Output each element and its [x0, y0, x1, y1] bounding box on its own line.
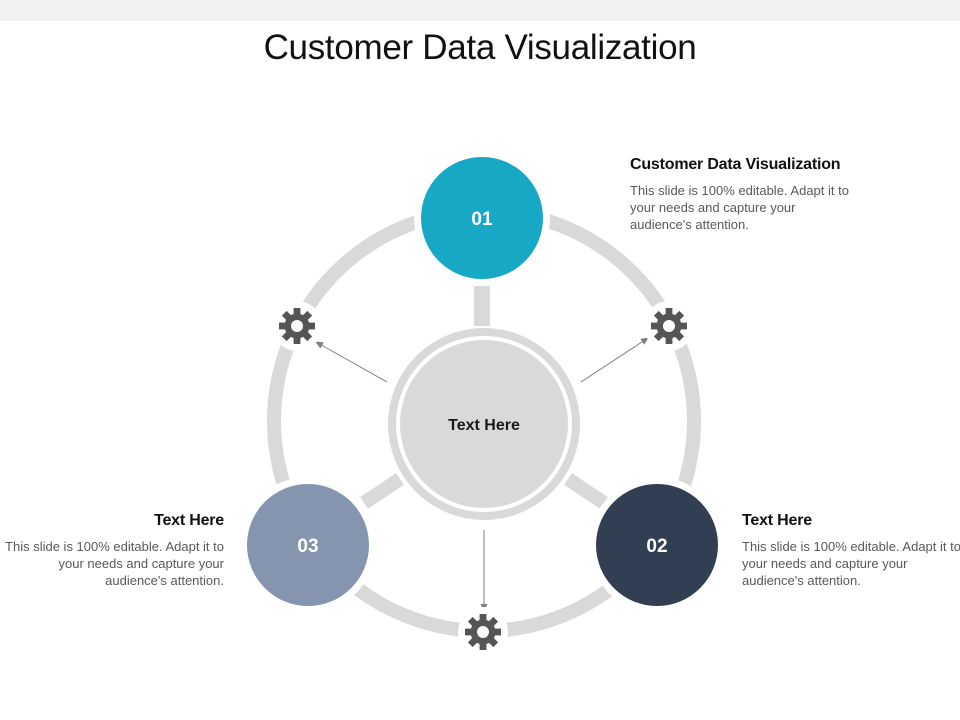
center-label: Text Here: [448, 417, 520, 434]
text-block-01: Customer Data Visualization This slide i…: [630, 156, 890, 233]
gear-icon: [272, 301, 322, 351]
gear-icon: [644, 301, 694, 351]
spokes: [360, 286, 608, 509]
spoke-right: [564, 473, 608, 509]
node-01: [421, 157, 543, 279]
block-body: This slide is 100% editable. Adapt it to…: [630, 183, 849, 232]
gear-icon: [458, 607, 508, 657]
page-title: Customer Data Visualization: [263, 28, 697, 67]
spoke-top: [474, 286, 490, 326]
text-block-03: Text Here This slide is 100% editable. A…: [0, 512, 224, 589]
spoke-left: [360, 473, 404, 509]
node-03-number: 03: [297, 536, 318, 557]
hub-ring: [388, 328, 580, 520]
block-heading: Text Here: [742, 512, 812, 529]
block-body: This slide is 100% editable. Adapt it to…: [5, 539, 224, 588]
top-strip: [0, 0, 960, 21]
node-01-number: 01: [471, 209, 493, 230]
text-block-02: Text Here This slide is 100% editable. A…: [742, 512, 960, 589]
arrow-to-right-gear: [580, 337, 649, 383]
node-03: [247, 484, 369, 606]
arrows: [315, 337, 649, 612]
block-heading: Text Here: [154, 512, 224, 529]
node-02-number: 02: [646, 536, 667, 557]
block-body: This slide is 100% editable. Adapt it to…: [742, 539, 960, 588]
arrow-to-left-gear: [315, 341, 388, 383]
block-heading: Customer Data Visualization: [630, 156, 841, 173]
hub-circle: [400, 340, 568, 508]
node-02: [596, 484, 718, 606]
